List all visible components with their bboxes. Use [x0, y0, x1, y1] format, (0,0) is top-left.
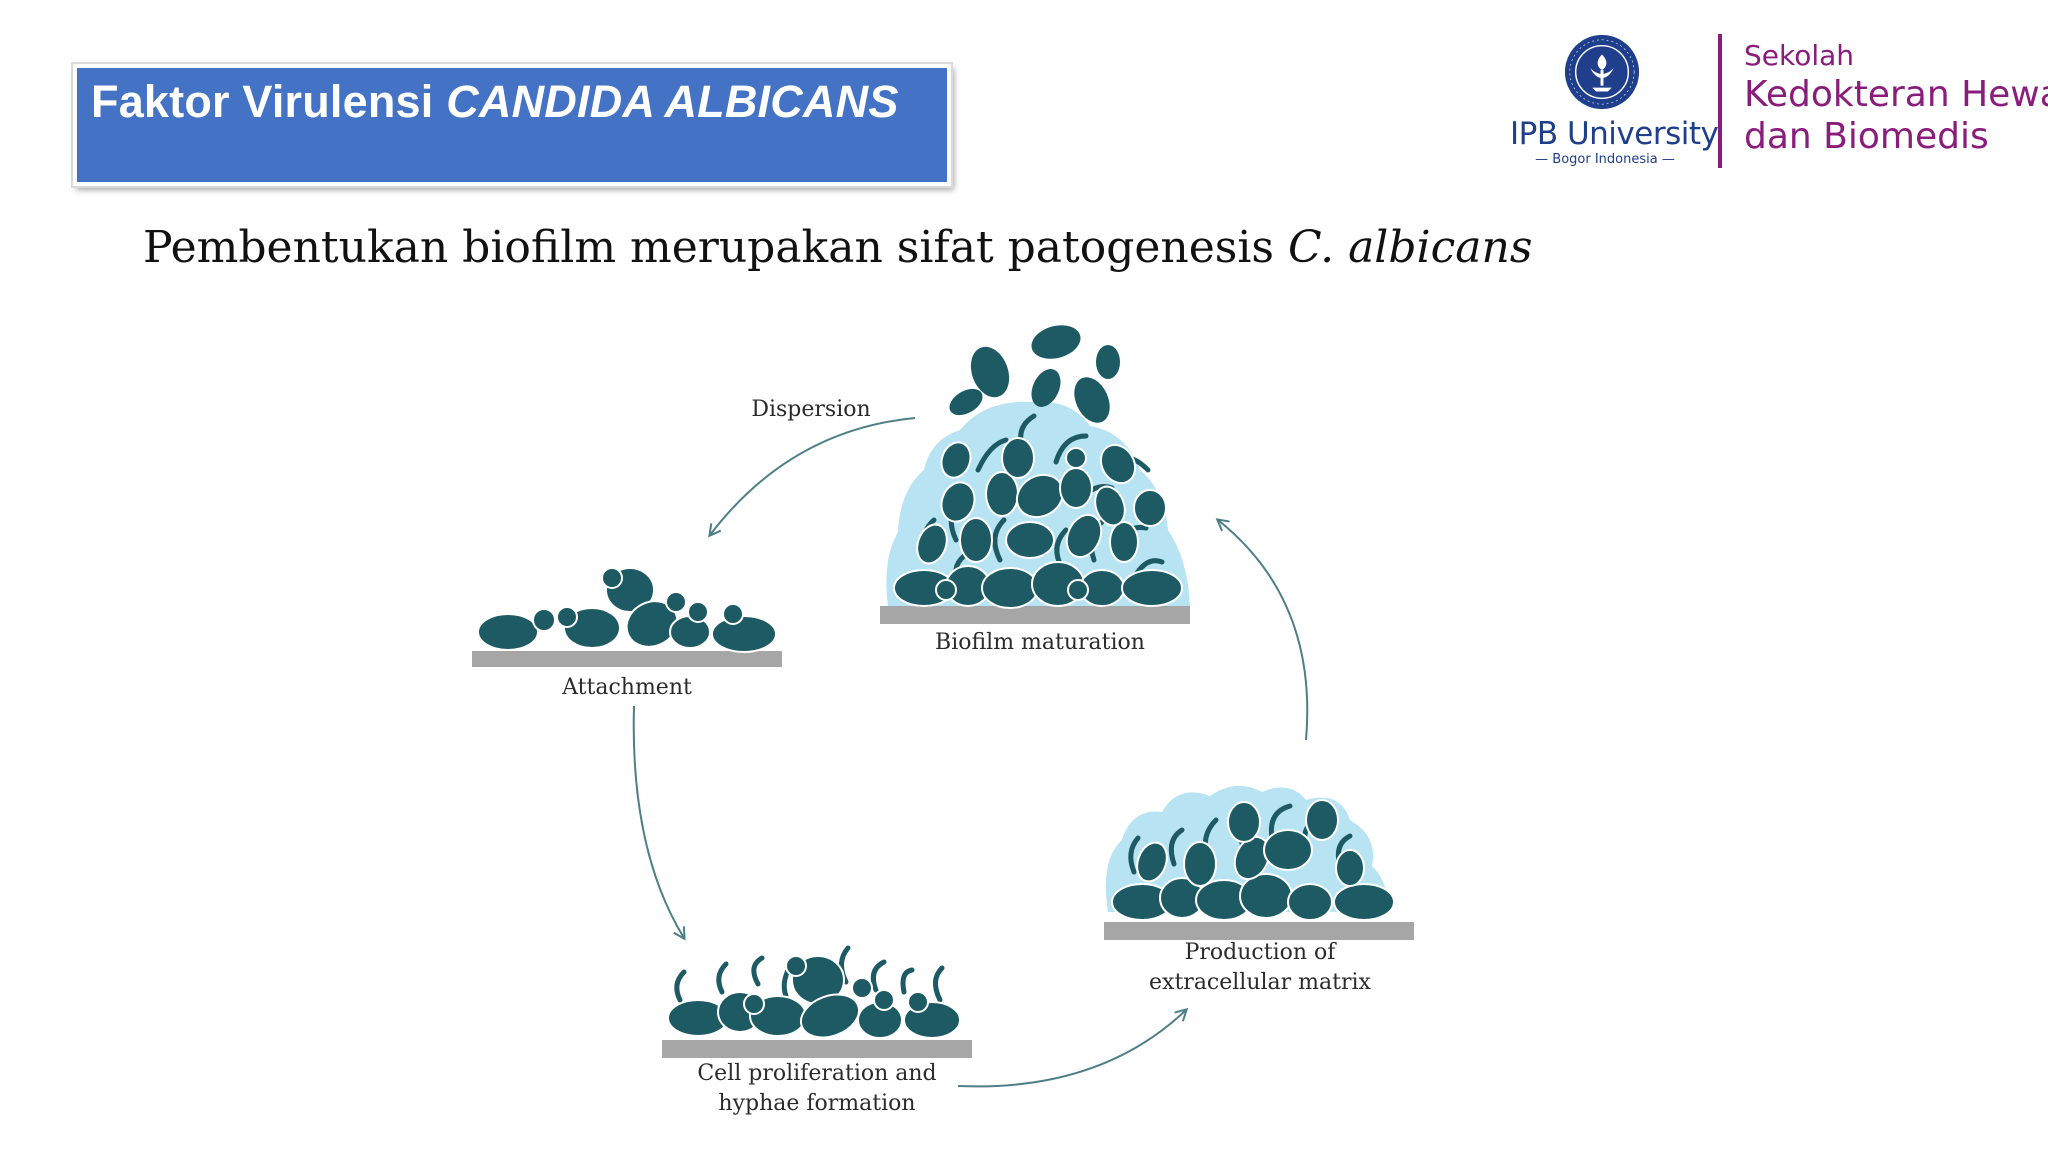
school-line-2: Kedokteran Hewan [1744, 74, 2048, 115]
label-matrix-line1: Production of [1185, 940, 1338, 965]
university-location: Bogor Indonesia [1520, 152, 1690, 167]
ipb-emblem-icon [1564, 34, 1640, 110]
title-banner: Faktor Virulensi CANDIDA ALBICANS [73, 64, 951, 186]
dispersed-cells [949, 325, 1120, 423]
attachment-stage [472, 567, 782, 667]
label-attachment: Attachment [561, 675, 692, 700]
school-name: Sekolah Kedokteran Hewan dan Biomedis [1744, 38, 2048, 158]
label-proliferation-line2: hyphae formation [718, 1091, 915, 1116]
proliferation-substrate [662, 1040, 972, 1058]
label-proliferation-line1: Cell proliferation and [697, 1061, 936, 1086]
school-line-3: dan Biomedis [1744, 116, 1989, 157]
logo-divider [1718, 34, 1722, 168]
label-matrix-line2: extracellular matrix [1149, 970, 1372, 995]
slide-subtitle: Pembentukan biofilm merupakan sifat pato… [143, 222, 1532, 273]
label-dispersion: Dispersion [751, 397, 870, 422]
school-line-1: Sekolah [1744, 39, 1855, 72]
proliferation-stage [662, 945, 972, 1058]
attachment-substrate [472, 651, 782, 667]
title-prefix: Faktor Virulensi [91, 76, 447, 127]
university-name: IPB University [1510, 116, 1719, 152]
arrow-attachment-to-proliferation [632, 705, 684, 938]
title-emphasis: CANDIDA ALBICANS [446, 76, 899, 127]
maturation-stage [880, 325, 1190, 624]
subtitle-text: Pembentukan biofilm merupakan sifat pato… [143, 222, 1288, 273]
subtitle-emphasis: C. albicans [1288, 222, 1533, 273]
maturation-substrate [880, 606, 1190, 624]
slide-title: Faktor Virulensi CANDIDA ALBICANS [91, 76, 899, 128]
matrix-substrate [1104, 922, 1414, 940]
arrow-matrix-to-maturation [1218, 520, 1309, 741]
arrow-dispersion-to-attachment [710, 417, 916, 535]
label-maturation: Biofilm maturation [935, 630, 1145, 655]
matrix-stage [1104, 785, 1414, 940]
arrow-proliferation-to-matrix [957, 1010, 1186, 1088]
